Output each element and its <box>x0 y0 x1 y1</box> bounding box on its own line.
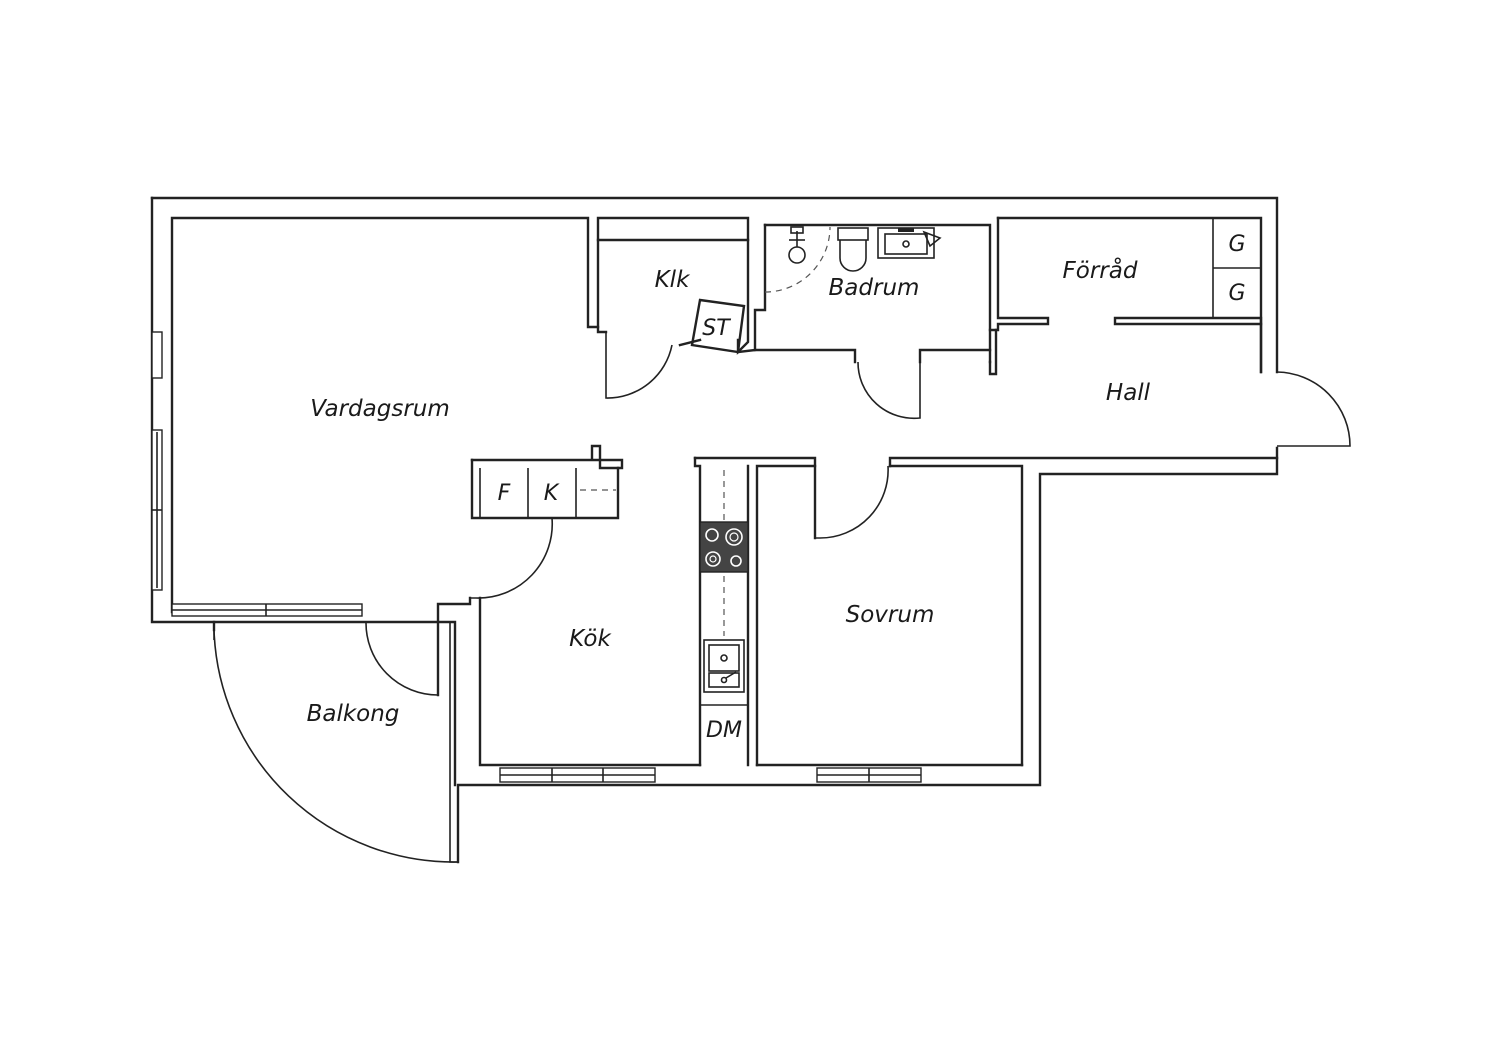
fixture-labels: ST G G F K DM <box>498 232 1246 743</box>
toilet-icon <box>837 227 869 272</box>
door-swing-sovrum <box>815 465 889 539</box>
st-unit <box>690 298 746 354</box>
stove-icon <box>699 521 749 573</box>
door-swing-entrance <box>1276 371 1351 447</box>
interior-walls <box>212 216 1279 863</box>
room-label-forrad: Förråd <box>1063 256 1138 284</box>
door-swings <box>213 332 1351 863</box>
towel-hook-icon <box>922 230 942 248</box>
kitchen-fixtures <box>699 470 749 706</box>
door-swing-kok <box>470 517 554 599</box>
shower-head-icon <box>788 246 806 264</box>
window-west-upper <box>151 331 163 379</box>
fixture-label-dm: DM <box>706 718 742 743</box>
fixture-label-g-bottom: G <box>1228 281 1245 306</box>
room-label-sovrum: Sovrum <box>846 602 935 628</box>
room-label-klk: Klk <box>655 267 691 293</box>
door-swing-balcony-arc <box>213 629 459 863</box>
room-label-vardagsrum: Vardagsrum <box>310 396 450 422</box>
outer-walls <box>150 196 1279 864</box>
room-label-badrum: Badrum <box>829 275 920 301</box>
door-swing-badrum <box>857 361 921 420</box>
room-labels: Vardagsrum Klk Badrum Förråd Hall Kök So… <box>307 256 1151 727</box>
kitchen-sink-icon <box>703 639 745 693</box>
door-swing-balkong <box>365 621 439 696</box>
room-label-hall: Hall <box>1106 380 1151 406</box>
fixture-label-st: ST <box>702 316 731 341</box>
fixture-label-k: K <box>544 481 560 506</box>
room-label-balkong: Balkong <box>307 701 400 727</box>
bathroom-fixtures <box>690 226 942 354</box>
fixture-label-g-top: G <box>1228 232 1245 257</box>
shower-curtain-arc <box>764 226 831 293</box>
windows <box>151 331 922 783</box>
room-label-kok: Kök <box>569 626 612 652</box>
fixture-label-f: F <box>498 481 511 506</box>
door-swing-klk <box>605 332 673 399</box>
